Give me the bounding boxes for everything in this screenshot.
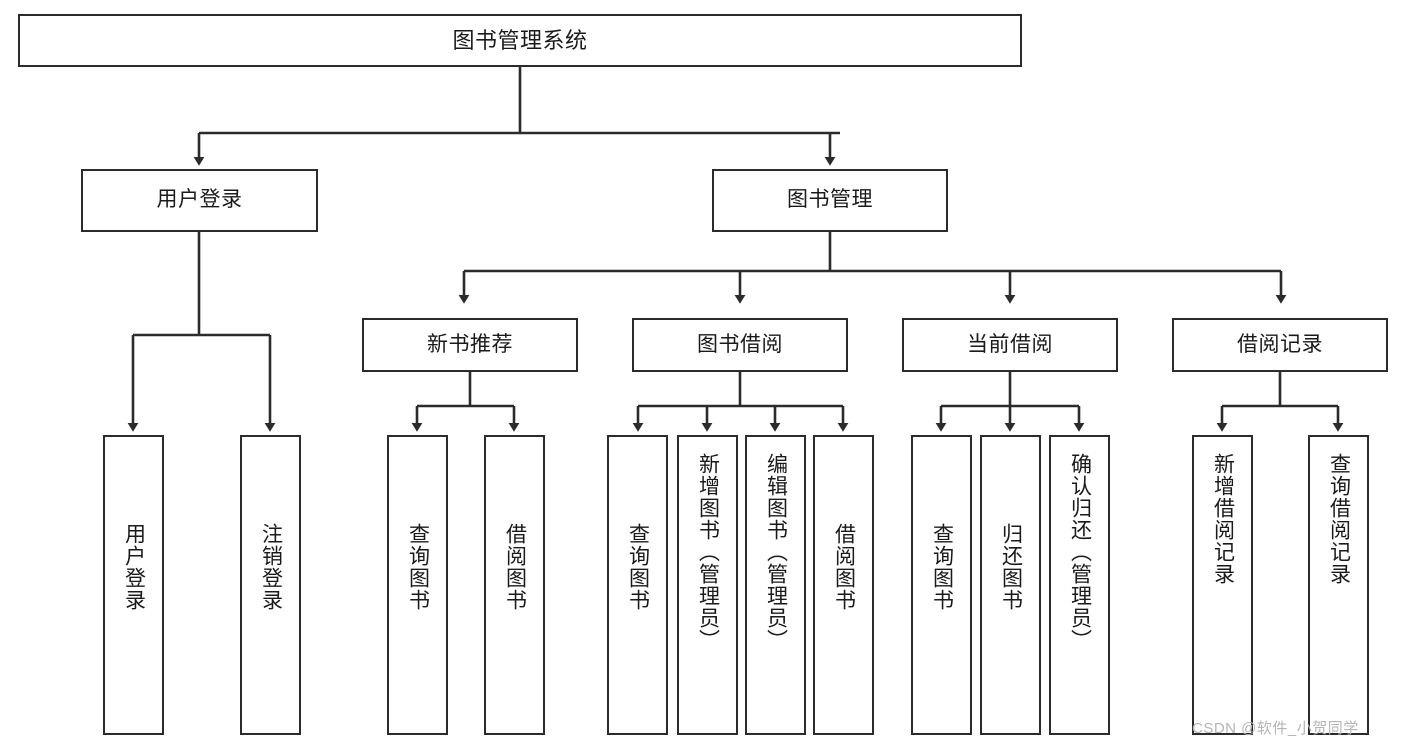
node-leaf-add-record-label: 新增借阅记录	[1211, 453, 1235, 585]
node-leaf-edit-book-label: 编辑图书（管理员）	[764, 453, 788, 651]
node-leaf-edit-book[interactable]: 编辑图书（管理员）	[745, 435, 806, 735]
node-leaf-query-record[interactable]: 查询借阅记录	[1308, 435, 1369, 735]
node-leaf-query-book-2[interactable]: 查询图书	[607, 435, 668, 735]
node-leaf-user-login[interactable]: 用户登录	[103, 435, 164, 735]
node-root-label: 图书管理系统	[452, 27, 588, 53]
node-leaf-confirm-return-label: 确认归还（管理员）	[1068, 453, 1092, 651]
node-leaf-add-book[interactable]: 新增图书（管理员）	[677, 435, 738, 735]
node-root[interactable]: 图书管理系统	[18, 14, 1022, 67]
node-leaf-query-book-1[interactable]: 查询图书	[387, 435, 448, 735]
node-leaf-confirm-return[interactable]: 确认归还（管理员）	[1049, 435, 1110, 735]
node-new-book-recommend[interactable]: 新书推荐	[362, 318, 578, 372]
node-user-login-label: 用户登录	[156, 188, 243, 212]
node-leaf-query-book-2-label: 查询图书	[626, 523, 650, 611]
node-book-manage[interactable]: 图书管理	[712, 169, 948, 232]
node-leaf-borrow-book-1[interactable]: 借阅图书	[484, 435, 545, 735]
node-leaf-borrow-book-1-label: 借阅图书	[503, 523, 527, 611]
node-book-borrow-label: 图书借阅	[697, 332, 783, 356]
node-leaf-query-book-1-label: 查询图书	[406, 523, 430, 611]
node-leaf-return-book-label: 归还图书	[999, 523, 1023, 611]
node-book-manage-label: 图书管理	[787, 188, 873, 212]
node-borrow-record[interactable]: 借阅记录	[1172, 318, 1388, 372]
node-leaf-user-logout[interactable]: 注销登录	[240, 435, 301, 735]
node-leaf-query-record-label: 查询借阅记录	[1327, 453, 1351, 585]
node-book-borrow[interactable]: 图书借阅	[632, 318, 848, 372]
node-borrow-record-label: 借阅记录	[1237, 332, 1323, 356]
node-user-login[interactable]: 用户登录	[81, 169, 318, 232]
watermark-text: CSDN @软件_小贺同学	[1192, 720, 1359, 737]
node-leaf-add-record[interactable]: 新增借阅记录	[1192, 435, 1253, 735]
node-leaf-query-book-3-label: 查询图书	[930, 523, 954, 611]
node-leaf-borrow-book-2-label: 借阅图书	[832, 523, 856, 611]
node-leaf-return-book[interactable]: 归还图书	[980, 435, 1041, 735]
node-new-book-recommend-label: 新书推荐	[427, 332, 513, 356]
node-leaf-query-book-3[interactable]: 查询图书	[911, 435, 972, 735]
node-leaf-user-logout-label: 注销登录	[259, 523, 283, 611]
node-leaf-user-login-label: 用户登录	[122, 523, 146, 611]
node-leaf-add-book-label: 新增图书（管理员）	[696, 453, 720, 651]
node-current-borrow-label: 当前借阅	[967, 332, 1053, 356]
node-current-borrow[interactable]: 当前借阅	[902, 318, 1118, 372]
node-leaf-borrow-book-2[interactable]: 借阅图书	[813, 435, 874, 735]
